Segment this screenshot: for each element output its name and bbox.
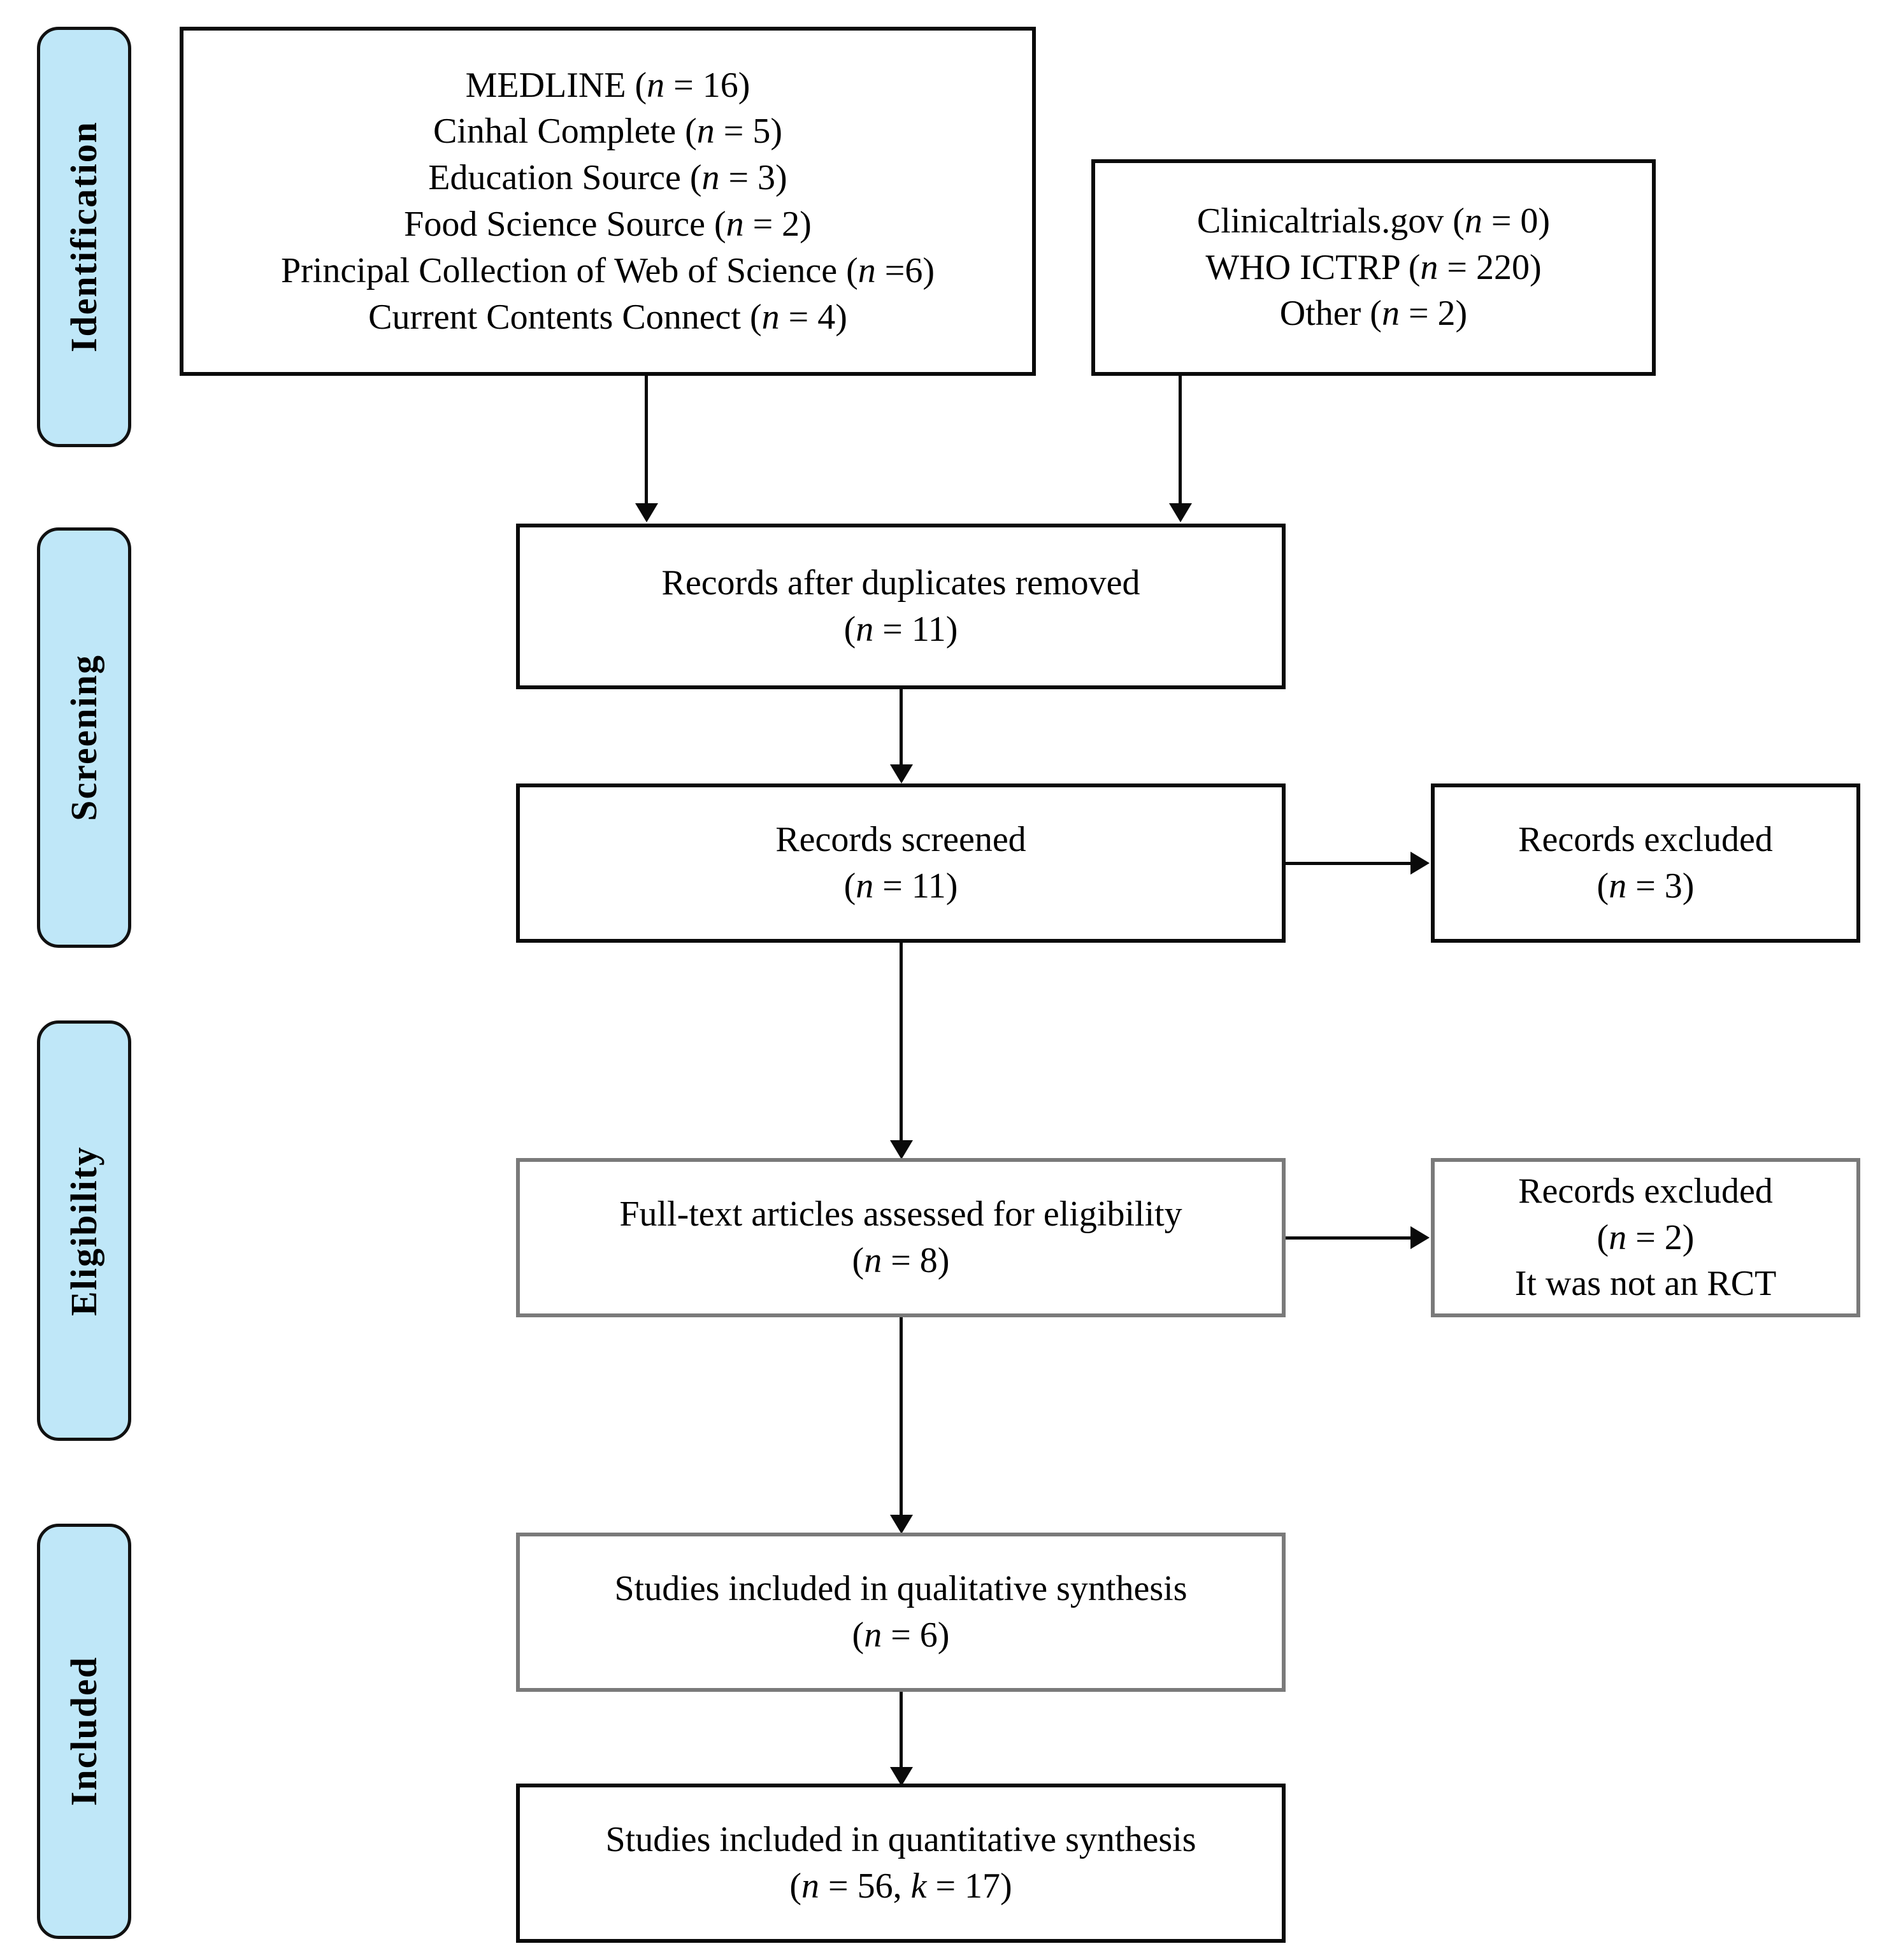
italic-n: n (647, 65, 665, 105)
records-excluded-screening-title: Records excluded (1518, 820, 1773, 860)
phase-label-screening: Screening (37, 527, 131, 948)
databases-line-current-contents-connect: Current Contents Connect (n = 4) (368, 297, 847, 337)
phase-label-included-text: Included (63, 1656, 104, 1806)
phase-label-identification-text: Identification (63, 121, 104, 353)
records-screened-title: Records screened (775, 820, 1026, 860)
phase-label-screening-text: Screening (63, 654, 104, 821)
italic-n: n (856, 866, 874, 906)
arrowhead-registers-to-duplicates (1169, 503, 1192, 522)
duplicates-removed-title: Records after duplicates removed (661, 563, 1140, 603)
quantitative-synthesis-count: (n = 56, k = 17) (789, 1866, 1012, 1906)
arrowhead-screened-to-excluded (1410, 852, 1430, 875)
databases-line-web-of-science: Principal Collection of Web of Science (… (281, 250, 935, 290)
phase-label-eligibility: Eligibility (37, 1020, 131, 1441)
connector-screened-to-excluded (1286, 862, 1413, 865)
records-excluded-screening-count: (n = 3) (1597, 866, 1695, 906)
registers-line-who-ictrp: WHO ICTRP (n = 220) (1205, 247, 1542, 287)
box-quantitative-synthesis: Studies included in quantitative synthes… (516, 1784, 1286, 1943)
italic-k: k (910, 1866, 927, 1906)
records-excluded-eligibility-title: Records excluded (1518, 1171, 1773, 1211)
italic-n: n (1609, 1217, 1627, 1257)
italic-n: n (726, 204, 744, 244)
connector-qualitative-to-quantitative (900, 1692, 903, 1767)
italic-n: n (761, 297, 780, 337)
records-excluded-eligibility-count: (n = 2) (1597, 1217, 1695, 1257)
italic-n: n (1381, 294, 1400, 334)
fulltext-assessed-count: (n = 8) (852, 1241, 950, 1280)
italic-n: n (696, 111, 715, 152)
arrowhead-fulltext-to-qualitative (890, 1515, 913, 1534)
connector-databases-to-duplicates (645, 376, 648, 503)
connector-duplicates-to-screened (900, 689, 903, 764)
arrowhead-fulltext-to-excluded (1410, 1226, 1430, 1249)
box-fulltext-assessed: Full-text articles assessed for eligibil… (516, 1158, 1286, 1317)
databases-line-education-source: Education Source (n = 3) (428, 158, 787, 198)
phase-label-included: Included (37, 1524, 131, 1939)
box-records-screened: Records screened (n = 11) (516, 783, 1286, 943)
italic-n: n (864, 1615, 882, 1655)
registers-line-clinicaltrials: Clinicaltrials.gov (n = 0) (1196, 201, 1551, 241)
italic-n: n (701, 158, 720, 198)
box-databases-identified: MEDLINE (n = 16) Cinhal Complete (n = 5)… (180, 27, 1036, 376)
italic-n: n (1420, 247, 1439, 287)
box-qualitative-synthesis: Studies included in qualitative synthesi… (516, 1533, 1286, 1692)
databases-line-medline: MEDLINE (n = 16) (465, 65, 750, 105)
databases-line-cinhal: Cinhal Complete (n = 5) (433, 111, 782, 152)
qualitative-synthesis-title: Studies included in qualitative synthesi… (614, 1569, 1188, 1609)
italic-n: n (1609, 866, 1627, 906)
phase-label-identification: Identification (37, 27, 131, 447)
fulltext-assessed-title: Full-text articles assessed for eligibil… (619, 1194, 1182, 1234)
databases-line-food-science-source: Food Science Source (n = 2) (404, 204, 812, 244)
italic-n: n (801, 1866, 819, 1906)
box-records-after-duplicates-removed: Records after duplicates removed (n = 11… (516, 524, 1286, 689)
connector-screened-to-fulltext (900, 943, 903, 1140)
connector-fulltext-to-excluded (1286, 1236, 1413, 1240)
connector-registers-to-duplicates (1179, 376, 1182, 503)
italic-n: n (857, 250, 876, 290)
qualitative-synthesis-count: (n = 6) (852, 1615, 950, 1655)
box-records-excluded-eligibility: Records excluded (n = 2) It was not an R… (1431, 1158, 1860, 1317)
italic-n: n (864, 1241, 882, 1280)
arrowhead-screened-to-fulltext (890, 1140, 913, 1159)
records-excluded-eligibility-reason: It was not an RCT (1514, 1264, 1777, 1304)
records-screened-count: (n = 11) (843, 866, 958, 906)
box-records-excluded-screening: Records excluded (n = 3) (1431, 783, 1860, 943)
italic-n: n (1464, 201, 1482, 241)
arrowhead-duplicates-to-screened (890, 764, 913, 783)
registers-line-other: Other (n = 2) (1279, 294, 1468, 334)
italic-n: n (856, 610, 874, 649)
box-registers-identified: Clinicaltrials.gov (n = 0) WHO ICTRP (n … (1091, 159, 1656, 376)
duplicates-removed-count: (n = 11) (843, 610, 958, 649)
quantitative-synthesis-title: Studies included in quantitative synthes… (605, 1820, 1196, 1860)
connector-fulltext-to-qualitative (900, 1317, 903, 1515)
arrowhead-databases-to-duplicates (635, 503, 658, 522)
phase-label-eligibility-text: Eligibility (63, 1145, 104, 1316)
arrowhead-qualitative-to-quantitative (890, 1767, 913, 1786)
